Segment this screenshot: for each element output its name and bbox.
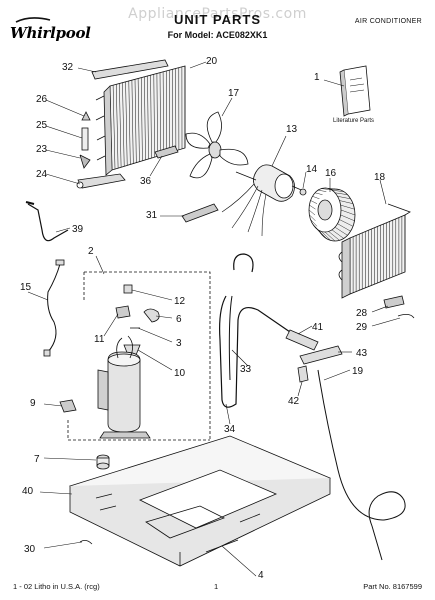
logo-swirl-icon: Whirlpool	[10, 17, 91, 42]
callout-39: 39	[72, 224, 84, 235]
part-13-fan-motor	[221, 164, 307, 237]
part-33-tubing	[219, 253, 291, 408]
footer-page-number: 1	[214, 582, 219, 591]
callout-23: 23	[36, 144, 48, 155]
category-label: AIR CONDITIONER	[354, 18, 422, 25]
part-41-drier	[285, 329, 319, 351]
part-18-evaporator-coil	[338, 203, 411, 299]
callout-30: 30	[24, 544, 36, 555]
callout-6: 6	[176, 314, 182, 325]
callout-40: 40	[22, 486, 34, 497]
part-7-grommet	[96, 454, 110, 470]
part-42-tube	[297, 365, 309, 383]
callout-33: 33	[240, 364, 252, 375]
callout-12: 12	[174, 296, 186, 307]
whirlpool-logo: Whirlpool	[10, 14, 92, 44]
callout-34: 34	[224, 424, 236, 435]
part-12-terminal-cover	[123, 284, 133, 294]
callout-16: 16	[325, 168, 337, 179]
part-15-harness	[47, 263, 61, 353]
part-36-pad	[154, 145, 179, 159]
part-9-bracket	[59, 399, 77, 413]
part-40-base-pan	[69, 435, 331, 567]
callout-9: 9	[30, 398, 36, 409]
callout-15: 15	[20, 282, 32, 293]
model-line: For Model: ACE082XK1	[167, 30, 268, 40]
part-24-bracket	[77, 173, 126, 189]
callout-26: 26	[36, 94, 48, 105]
callout-11: 11	[94, 334, 105, 345]
part-26-cap	[81, 111, 91, 121]
callout-29: 29	[356, 322, 368, 333]
part-25-valve	[81, 127, 89, 151]
callout-3: 3	[176, 338, 182, 349]
part-28-clip	[383, 295, 405, 309]
callout-24: 24	[36, 169, 48, 180]
callout-36: 36	[140, 176, 152, 187]
brand-name: Whirlpool	[10, 24, 91, 42]
literature-booklet	[339, 65, 371, 117]
compressor	[97, 335, 151, 439]
callout-19: 19	[352, 366, 364, 377]
part-16-blower-wheel	[308, 187, 356, 242]
part-30-screw	[79, 540, 93, 545]
callout-32: 32	[62, 62, 74, 73]
part-31-clip	[181, 203, 219, 223]
callout-20: 20	[206, 56, 218, 67]
callout-42: 42	[288, 396, 300, 407]
part-14-nut	[299, 188, 307, 196]
callout-43: 43	[356, 348, 368, 359]
literature-label: Literature Parts	[333, 118, 374, 124]
callout-25: 25	[36, 120, 48, 131]
part-11-overload	[115, 305, 131, 319]
callout-1: 1	[314, 72, 320, 83]
callout-28: 28	[356, 308, 368, 319]
part-20-condenser-coil	[95, 65, 186, 176]
footer-print-info: 1 - 02 Litho in U.S.A. (rcg)	[13, 582, 100, 591]
part-17-fan-blade	[185, 111, 249, 179]
footer-part-number: Part No. 8167599	[363, 582, 422, 591]
callout-numbers: 32 20 1 26 25 23 24 36 17 13 14 16 18 31…	[20, 56, 386, 581]
page-title: UNIT PARTS	[173, 12, 262, 27]
callout-10: 10	[174, 368, 186, 379]
callout-4: 4	[258, 570, 264, 581]
callout-2: 2	[88, 246, 94, 257]
callout-31: 31	[146, 210, 158, 221]
part-23-fitting	[79, 154, 91, 169]
part-19-capillary	[317, 369, 406, 561]
callout-7: 7	[34, 454, 40, 465]
callout-17: 17	[228, 88, 240, 99]
callout-13: 13	[286, 124, 298, 135]
part-29-screw	[397, 314, 415, 319]
watermark: AppliancePartsPros.com	[128, 6, 307, 22]
part-43-tube	[299, 345, 343, 365]
callout-18: 18	[374, 172, 386, 183]
part-32-strip	[91, 59, 169, 80]
part-6-clip	[143, 308, 160, 323]
group-2-outline	[83, 271, 211, 440]
leader-lines	[27, 61, 401, 577]
callout-14: 14	[306, 164, 318, 175]
part-39-tube	[27, 203, 69, 242]
callout-41: 41	[312, 322, 324, 333]
